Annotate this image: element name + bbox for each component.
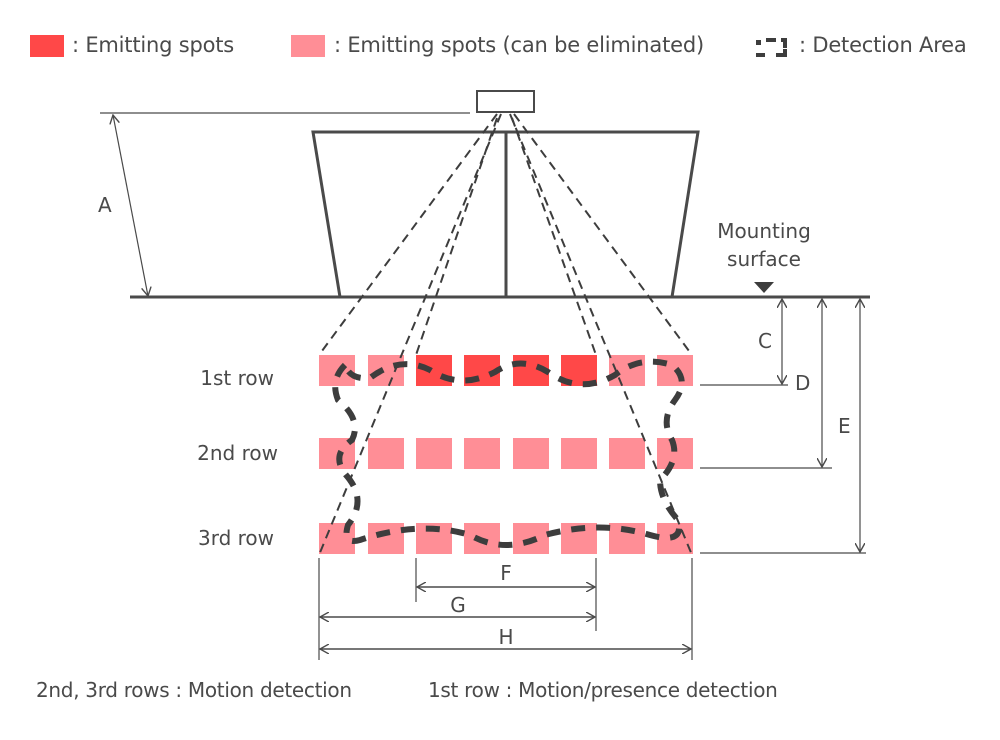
- dim-c-label: C: [758, 329, 772, 353]
- cone-outer-left-upper: [318, 113, 498, 356]
- sensor-icon: [476, 90, 535, 113]
- mounting-surface-marker-icon: [754, 282, 774, 293]
- eliminable-spot: [609, 438, 645, 469]
- dim-a-label: A: [98, 193, 112, 217]
- eliminable-spot: [464, 438, 500, 469]
- eliminable-spot: [416, 438, 452, 469]
- legend: : Emitting spots : Emitting spots (can b…: [0, 33, 1000, 67]
- dashed-bracket-icon: [756, 38, 787, 57]
- dim-e-label: E: [838, 414, 851, 438]
- dim-f-label: F: [500, 561, 512, 585]
- cone-inner-left: [415, 117, 498, 356]
- cone-outer-right: [509, 113, 693, 556]
- cone-inner-right: [511, 117, 597, 356]
- eliminable-spot: [609, 355, 645, 386]
- footer-motion-detection: 2nd, 3rd rows : Motion detection: [36, 678, 352, 702]
- eliminable-spot: [561, 438, 597, 469]
- dim-h-label: H: [498, 625, 513, 649]
- eliminable-spot: [513, 438, 549, 469]
- row-label-2: 2nd row: [197, 441, 278, 465]
- eliminable-spot: [368, 438, 404, 469]
- legend-emitting-spots: : Emitting spots: [72, 33, 235, 57]
- cone-outer-right-upper: [513, 113, 693, 356]
- row-label-3: 3rd row: [198, 526, 274, 550]
- mounting-surface-label-line2: surface: [727, 247, 801, 271]
- legend-detection-area: : Detection Area: [799, 33, 967, 57]
- emitting-spot: [416, 355, 452, 386]
- footer-presence-detection: 1st row : Motion/presence detection: [428, 678, 778, 702]
- dim-g-label: G: [450, 593, 466, 617]
- row-label-1: 1st row: [200, 366, 274, 390]
- dim-a-arrow: [113, 115, 148, 296]
- eliminable-spot: [368, 355, 404, 386]
- detection-area-outline: [332, 358, 685, 548]
- dim-d-label: D: [795, 371, 810, 395]
- emitting-spots-grid: [319, 355, 693, 554]
- emitting-spot-swatch: [30, 35, 64, 57]
- mounting-surface-label-line1: Mounting: [717, 219, 811, 243]
- eliminable-spot: [368, 523, 404, 554]
- eliminable-spot-swatch: [291, 35, 325, 57]
- legend-eliminable-spots: : Emitting spots (can be eliminated): [334, 33, 704, 57]
- cone-outer-left: [318, 113, 502, 556]
